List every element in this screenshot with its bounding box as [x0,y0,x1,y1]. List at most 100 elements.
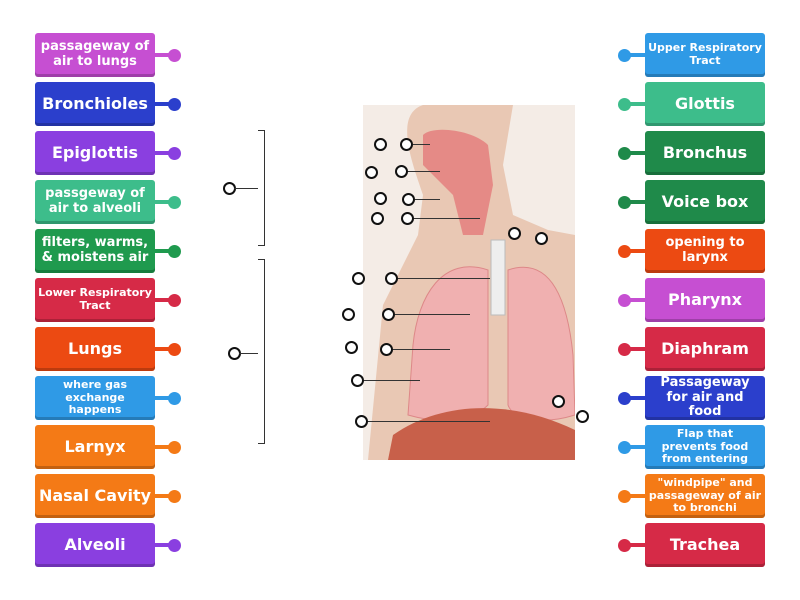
card-handle-dot[interactable] [618,98,631,111]
bracket-line [239,353,258,354]
left-answer-card[interactable]: Bronchioles [35,82,155,126]
card-handle-dot[interactable] [168,343,181,356]
card-connector [629,249,645,253]
card-handle-dot[interactable] [618,343,631,356]
drop-target-pin[interactable] [380,343,393,356]
drop-target-pin[interactable] [400,138,413,151]
drop-target-pin[interactable] [345,341,358,354]
card-connector [155,298,171,302]
drop-target-pin[interactable] [395,165,408,178]
card-connector [155,543,171,547]
drop-target-pin[interactable] [385,272,398,285]
card-connector [629,53,645,57]
pointer-line [392,314,470,315]
left-answer-card[interactable]: Epiglottis [35,131,155,175]
drop-target-pin[interactable] [342,308,355,321]
left-answer-card[interactable]: Larnyx [35,425,155,469]
pointer-line [410,144,430,145]
drop-target-pin[interactable] [365,166,378,179]
left-answer-card[interactable]: Alveoli [35,523,155,567]
right-answer-card[interactable]: Glottis [645,82,765,126]
card-handle-dot[interactable] [618,49,631,62]
right-answer-card[interactable]: Bronchus [645,131,765,175]
card-handle-dot[interactable] [618,539,631,552]
drop-target-pin[interactable] [402,193,415,206]
right-answer-card[interactable]: Diaphram [645,327,765,371]
card-handle-dot[interactable] [168,392,181,405]
pointer-line [412,199,440,200]
drop-target-pin[interactable] [382,308,395,321]
card-handle-dot[interactable] [168,490,181,503]
pointer-line [395,278,490,279]
pointer-line [365,421,490,422]
card-connector [629,347,645,351]
right-answer-card[interactable]: Voice box [645,180,765,224]
left-answer-card[interactable]: Lower Respiratory Tract [35,278,155,322]
card-handle-dot[interactable] [618,490,631,503]
left-answer-card[interactable]: Nasal Cavity [35,474,155,518]
right-answer-card[interactable]: Trachea [645,523,765,567]
card-connector [155,445,171,449]
card-handle-dot[interactable] [168,441,181,454]
right-answer-card[interactable]: Flap that prevents food from entering [645,425,765,469]
card-handle-dot[interactable] [168,98,181,111]
pointer-line [411,218,480,219]
card-connector [629,445,645,449]
right-answer-card[interactable]: opening to larynx [645,229,765,273]
drop-target-pin[interactable] [371,212,384,225]
card-handle-dot[interactable] [168,49,181,62]
card-handle-dot[interactable] [618,294,631,307]
drop-target-pin[interactable] [374,138,387,151]
card-connector [155,151,171,155]
pointer-line [361,380,420,381]
card-connector [629,543,645,547]
right-answer-card[interactable]: Pharynx [645,278,765,322]
lower-tract-bracket [258,259,265,444]
card-handle-dot[interactable] [618,245,631,258]
pointer-line [405,171,440,172]
card-connector [155,396,171,400]
left-answer-card[interactable]: passageway of air to lungs [35,33,155,77]
drop-target-pin[interactable] [535,232,548,245]
card-handle-dot[interactable] [618,392,631,405]
right-answer-card[interactable]: Passageway for air and food [645,375,765,420]
card-handle-dot[interactable] [168,539,181,552]
drop-target-pin[interactable] [576,410,589,423]
card-connector [155,249,171,253]
drop-target-pin[interactable] [552,395,565,408]
card-connector [155,200,171,204]
card-handle-dot[interactable] [618,147,631,160]
drop-target-pin[interactable] [508,227,521,240]
card-handle-dot[interactable] [168,196,181,209]
card-handle-dot[interactable] [618,441,631,454]
drop-target-pin[interactable] [355,415,368,428]
card-connector [629,298,645,302]
left-answer-card[interactable]: where gas exchange happens [35,376,155,420]
upper-tract-bracket [258,130,265,246]
drop-target-pin[interactable] [351,374,364,387]
card-connector [629,494,645,498]
card-connector [155,347,171,351]
card-handle-dot[interactable] [618,196,631,209]
respiratory-system-diagram [363,105,575,460]
card-connector [629,151,645,155]
card-handle-dot[interactable] [168,245,181,258]
left-answer-card[interactable]: Lungs [35,327,155,371]
card-connector [155,494,171,498]
right-answer-card[interactable]: "windpipe" and passageway of air to bron… [645,474,765,518]
card-handle-dot[interactable] [168,147,181,160]
pointer-line [390,349,450,350]
drop-target-pin[interactable] [352,272,365,285]
upper-airway [423,129,493,235]
trachea-shape [490,239,506,316]
card-connector [629,200,645,204]
drop-target-pin[interactable] [374,192,387,205]
card-handle-dot[interactable] [168,294,181,307]
left-answer-card[interactable]: passgeway of air to alveoli [35,180,155,224]
drop-target-pin[interactable] [401,212,414,225]
bracket-line [234,188,258,189]
right-answer-card[interactable]: Upper Respiratory Tract [645,33,765,77]
left-answer-card[interactable]: filters, warms, & moistens air [35,229,155,273]
card-connector [155,53,171,57]
card-connector [629,396,645,400]
